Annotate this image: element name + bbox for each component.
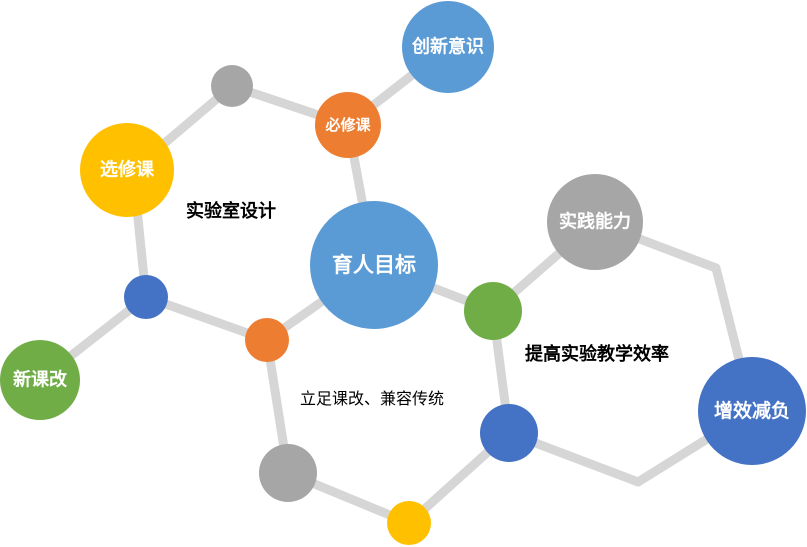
node-yuren: 育人目标 <box>310 201 438 329</box>
node-xuanxiu: 选修课 <box>80 123 174 217</box>
connector-dot <box>245 318 289 362</box>
node-xinkegai: 新课改 <box>0 340 80 420</box>
node-zengxiao: 增效减负 <box>698 357 806 465</box>
connector-dot <box>387 501 431 545</box>
node-label-chuangxin: 创新意识 <box>411 36 484 58</box>
node-label-zengxiao: 增效减负 <box>714 399 790 422</box>
label-nodes: 创新意识 必修课 选修课 育人目标 实践能力 新课改 <box>0 1 806 465</box>
connector-dot <box>259 444 317 502</box>
node-label-bixiu: 必修课 <box>324 116 371 134</box>
caption-shiyanshi: 实验室设计 <box>186 201 276 222</box>
node-shijian: 实践能力 <box>547 174 643 270</box>
connector-dot <box>480 404 538 462</box>
node-label-shijian: 实践能力 <box>559 211 631 233</box>
node-chuangxin: 创新意识 <box>402 1 494 93</box>
node-label-xinkegai: 新课改 <box>13 369 68 391</box>
node-label-yuren: 育人目标 <box>332 253 416 277</box>
connector-dots <box>124 65 538 545</box>
connector-dot <box>211 65 253 107</box>
caption-lizu: 立足课改、兼容传统 <box>300 389 445 408</box>
node-bixiu: 必修课 <box>315 92 381 158</box>
connector-dot <box>464 282 522 340</box>
connector-dot <box>124 275 168 319</box>
node-label-xuanxiu: 选修课 <box>100 159 155 181</box>
caption-tigao: 提高实验教学效率 <box>525 344 669 365</box>
